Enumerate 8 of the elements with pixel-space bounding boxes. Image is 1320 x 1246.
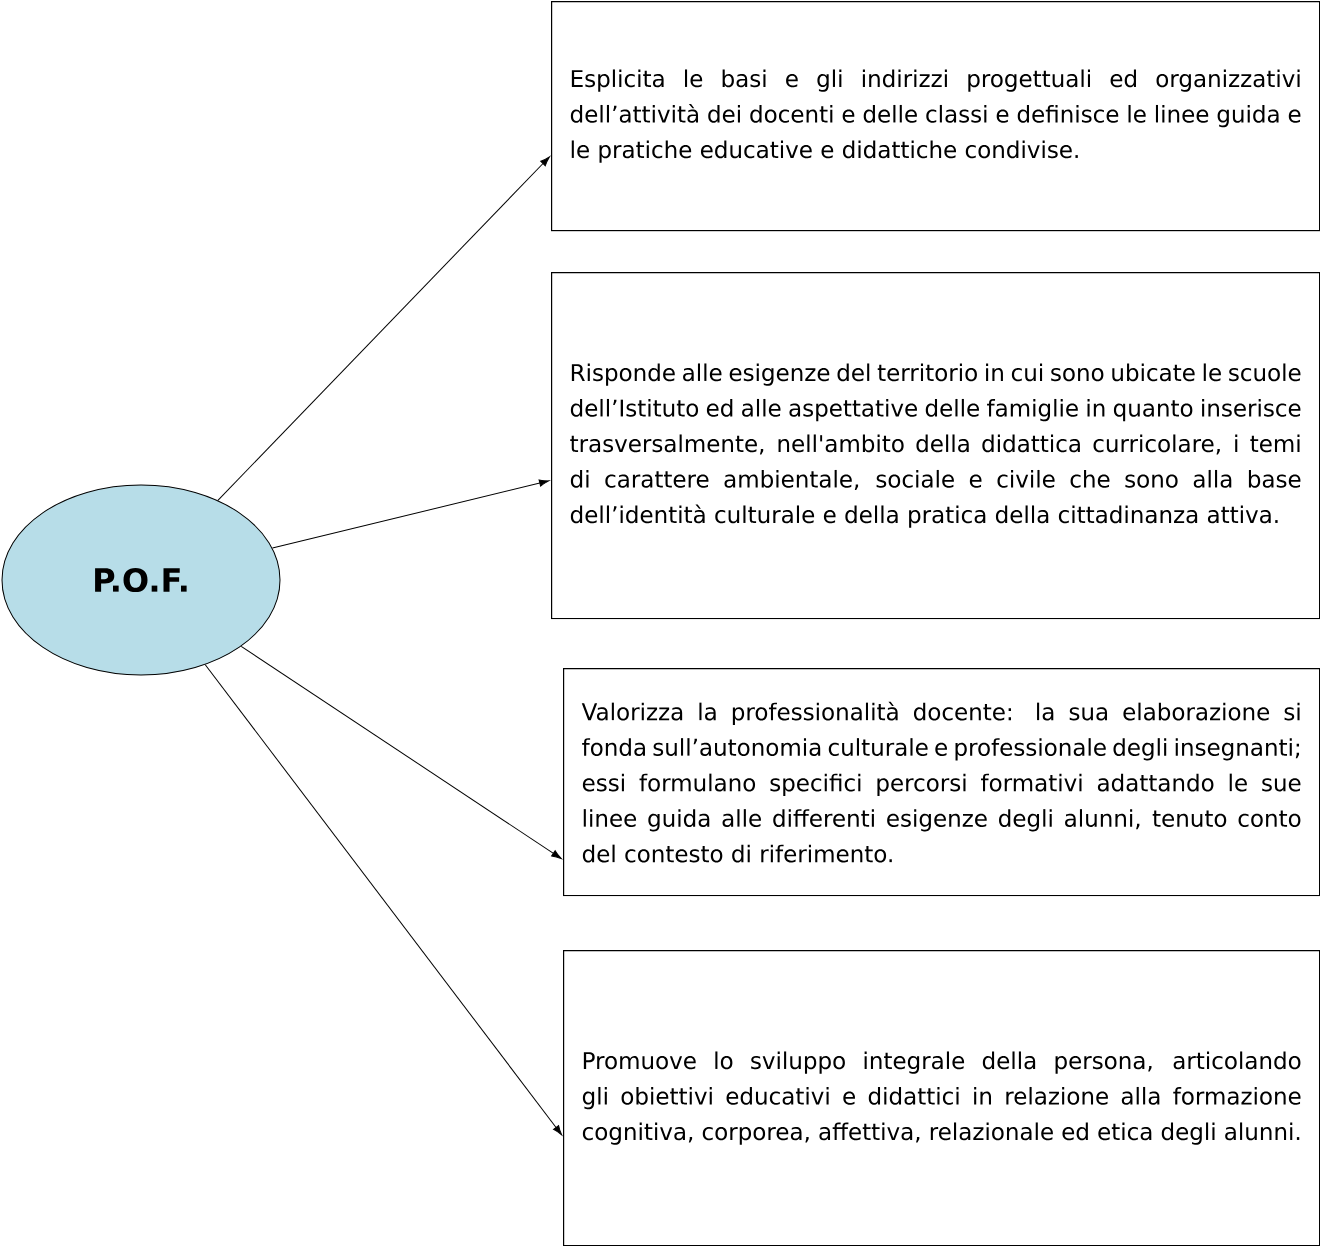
- text-box: Promuove lo sviluppo integrale della persona, articolando gli obiettivi educativi e didattici in relazione alla formazione cognitiva, corporea, affettiva, relazionale ed etica degli alunni.: [563, 950, 1320, 1246]
- text-box: Esplicita le basi e gli indirizzi progettuali ed organizzativi dell’attività dei docenti e delle classi e definisce le linee guida e le pratiche educative e didattiche condivise.: [551, 1, 1320, 232]
- arrow: [240, 645, 562, 859]
- arrow: [204, 664, 563, 1136]
- text-box: Valorizza la professionalità docente: la sua elaborazione si fonda sull’autonomia culturale e professionale degli insegnanti; essi formulano specifici percorsi formativi adattando le sue linee guida alle differenti esigenze degli alunni, tenuto conto del contesto di riferimento.: [563, 668, 1320, 897]
- arrow: [271, 479, 550, 549]
- text-box: Risponde alle esigenze del territorio in cui sono ubicate le scuole dell’Istituto ed alle aspettative delle famiglie in quanto inserisce trasversalmente, nell'ambito della didattica curricolare, i temi di carattere ambientale, sociale e civile che sono alla base dell’identità culturale e della pratica della cittadinanza attiva.: [551, 272, 1320, 620]
- arrow: [217, 156, 550, 501]
